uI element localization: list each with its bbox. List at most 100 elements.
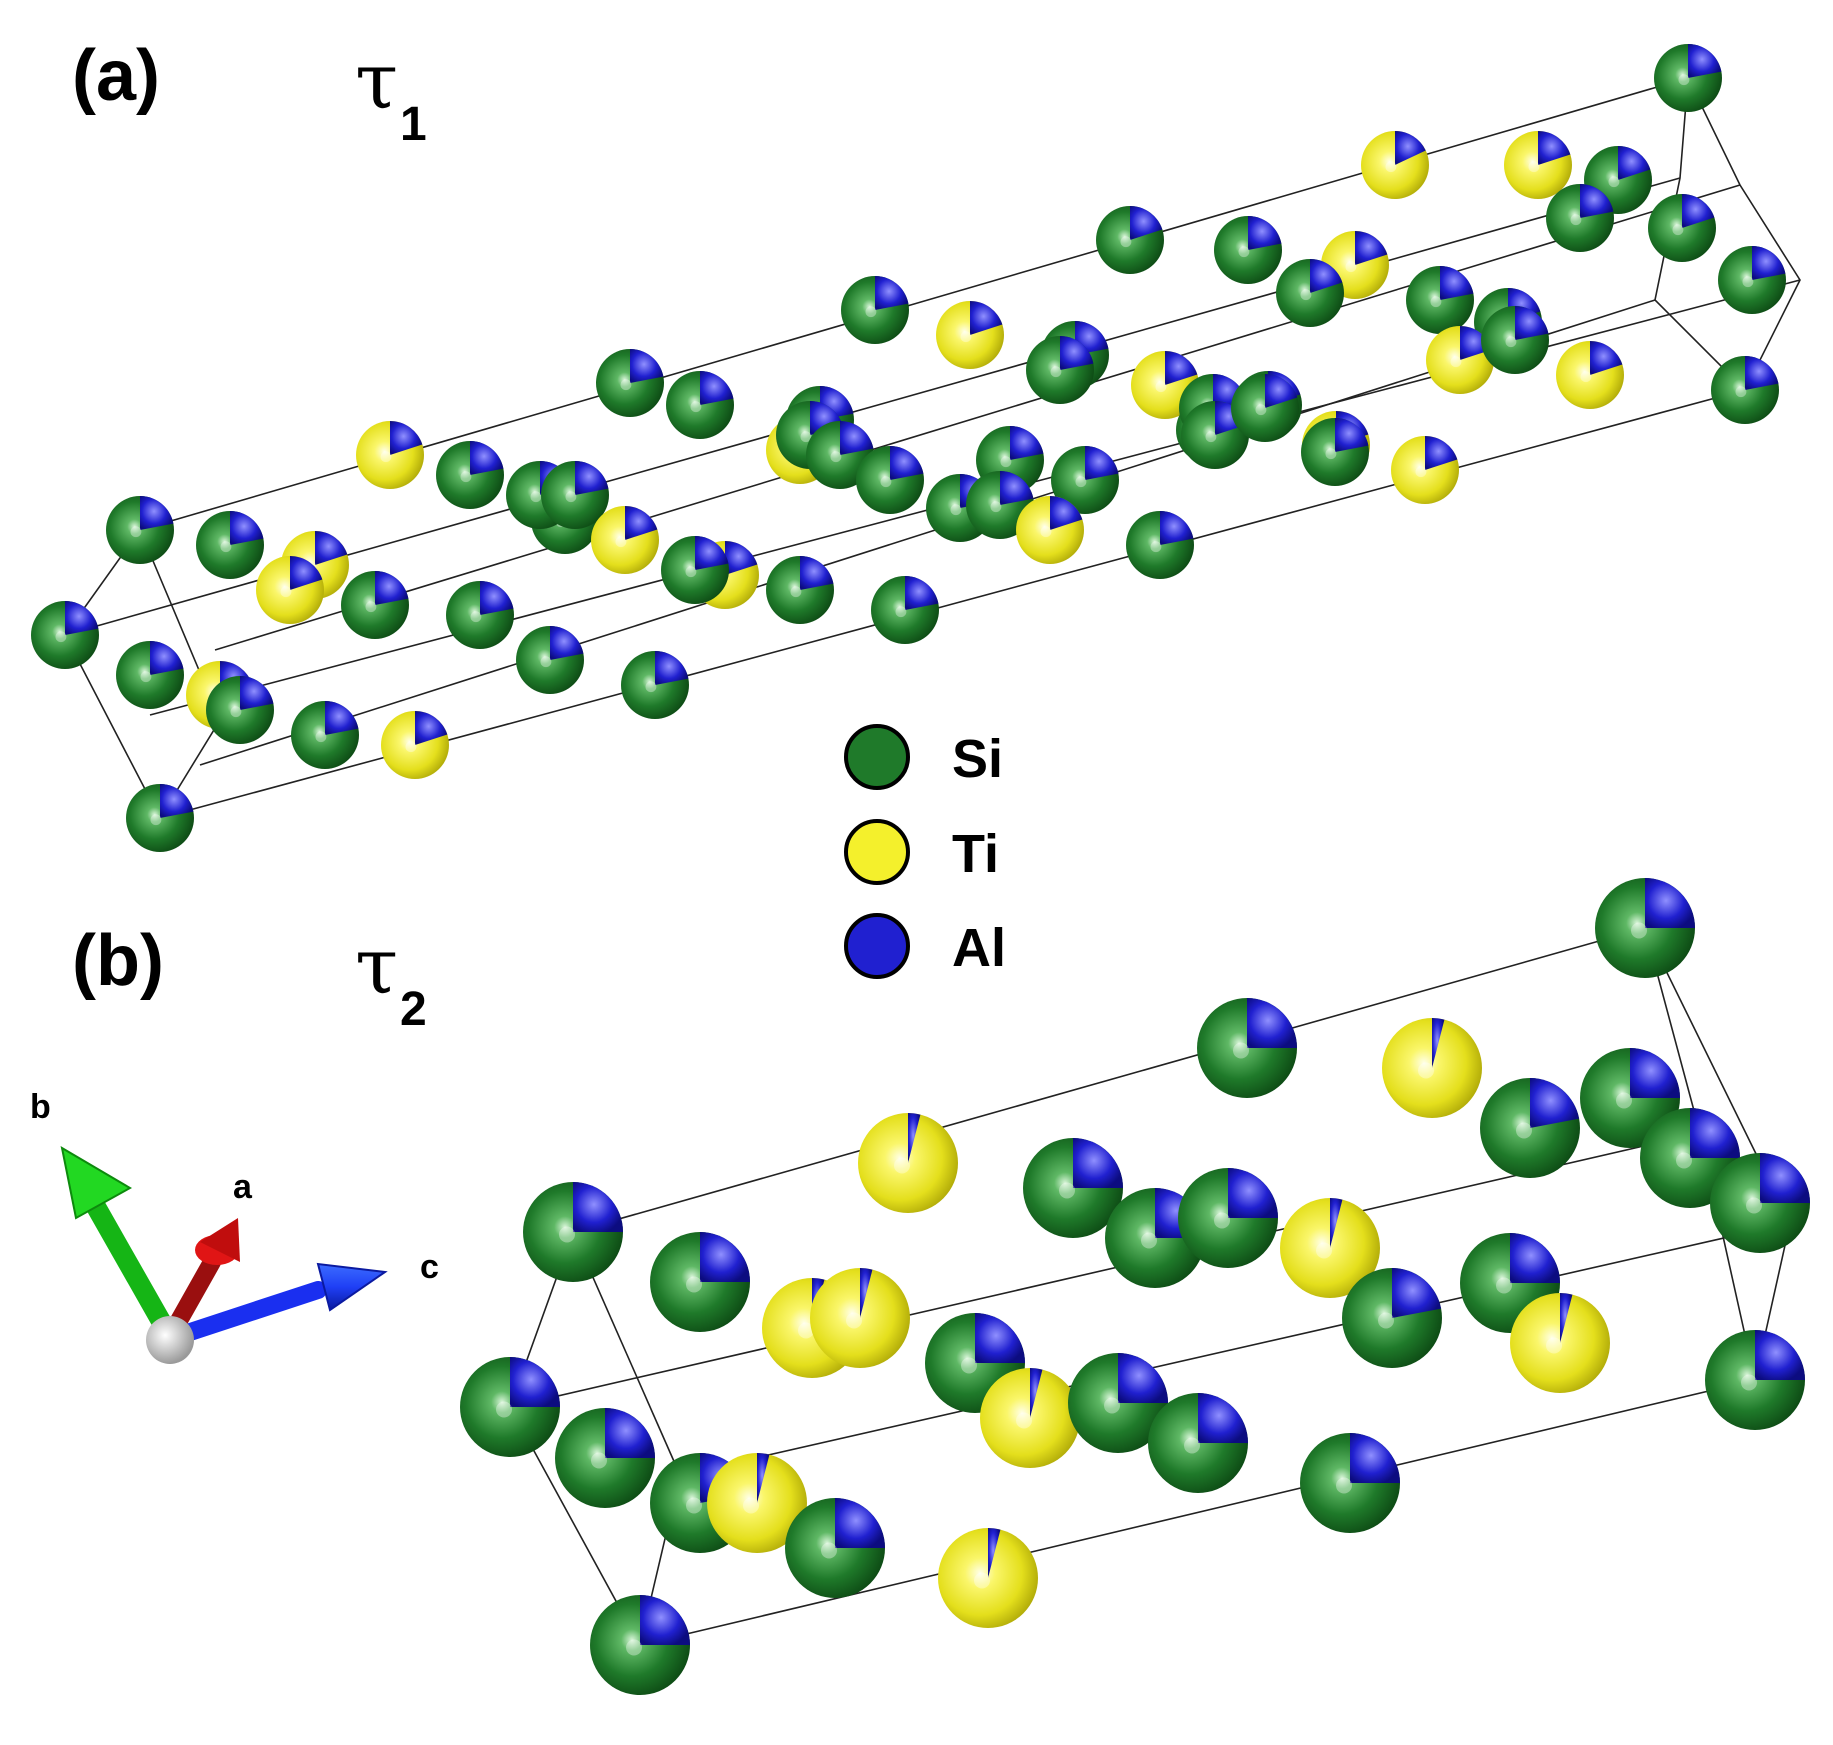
panel-b-atom-si	[1300, 1433, 1400, 1533]
legend-ti-swatch	[844, 819, 910, 885]
panel-a-structure-symbol: τ	[355, 37, 398, 127]
panel-a-atoms	[31, 44, 1786, 852]
panel-a-atom-ti	[591, 506, 659, 574]
panel-b-atom-si	[1068, 1353, 1168, 1453]
legend-al-swatch	[844, 913, 910, 979]
panel-a-atom-si	[661, 536, 729, 604]
panel-b-atom-si	[785, 1498, 885, 1598]
panel-a-atom-si	[116, 641, 184, 709]
legend-si-swatch	[844, 724, 910, 790]
panel-b-atom-si	[1705, 1330, 1805, 1430]
panel-a-atom-si	[1126, 511, 1194, 579]
panel-a-atom-si	[1276, 259, 1344, 327]
panel-a-atom-si	[541, 461, 609, 529]
panel-a-atom-si	[1654, 44, 1722, 112]
panel-b-atom-si	[650, 1232, 750, 1332]
panel-b-atom-si	[590, 1595, 690, 1695]
legend-item-ti: Ti	[844, 819, 999, 885]
panel-b-structure-subscript: 2	[400, 983, 427, 1036]
panel-a-cell-edge-middle	[214, 184, 1741, 651]
panel-b-atom-ti	[1280, 1198, 1380, 1298]
axis-c-arrow	[166, 1262, 388, 1346]
panel-a-atom-si	[1718, 246, 1786, 314]
panel-a-atom-ti	[936, 301, 1004, 369]
panel-b-atom-ti	[858, 1113, 958, 1213]
panel-b-atom-ti	[1382, 1018, 1482, 1118]
panel-a-atom-si	[1051, 446, 1119, 514]
panel-b-atom-si	[1023, 1138, 1123, 1238]
panel-a-atom-ti	[1556, 341, 1624, 409]
panel-b-atom-ti	[1510, 1293, 1610, 1393]
element-legend: Si Ti Al	[844, 724, 1006, 979]
axis-a-label: a	[233, 1168, 253, 1206]
panel-b-atom-si	[1197, 998, 1297, 1098]
panel-b-atom-ti	[707, 1453, 807, 1553]
panel-a-atom-si	[1231, 374, 1299, 442]
panel-a-atom-si	[1301, 418, 1369, 486]
panel-b-label: (b)	[72, 921, 164, 1001]
panel-a-atom-si	[106, 496, 174, 564]
panel-a-atom-si	[621, 651, 689, 719]
panel-a-header: (a) τ 1	[72, 36, 427, 151]
panel-b-atom-si	[460, 1357, 560, 1457]
axis-c-label: c	[420, 1248, 439, 1286]
panel-a-atom-si	[856, 446, 924, 514]
panel-b-structure-symbol: τ	[355, 922, 398, 1012]
panel-b-header: (b) τ 2	[72, 921, 427, 1036]
panel-a-atom-si	[206, 676, 274, 744]
panel-a-atom-si	[516, 626, 584, 694]
panel-a-atom-ti	[1361, 131, 1429, 199]
axis-b-arrow	[60, 1146, 180, 1347]
panel-b-atom-si	[1178, 1168, 1278, 1268]
panel-b-atom-ti	[938, 1528, 1038, 1628]
panel-a-atom-ti	[381, 711, 449, 779]
panel-a-atom-si	[1481, 306, 1549, 374]
panel-b-atom-ti	[980, 1367, 1080, 1468]
axis-triad: b a c	[30, 1088, 439, 1364]
panel-a-atom-ti	[356, 421, 424, 489]
panel-b-atom-si	[1710, 1153, 1810, 1253]
panel-b-atom-si	[523, 1182, 623, 1282]
panel-a-atom-si	[1181, 401, 1249, 469]
panel-a-atom-ti	[256, 556, 324, 624]
legend-item-si: Si	[844, 724, 1003, 790]
panel-b-cell-edge-upper	[509, 1132, 1701, 1408]
panel-a-atom-si	[1096, 206, 1164, 274]
panel-a-atom-si	[596, 349, 664, 417]
panel-b-atoms	[460, 878, 1810, 1695]
panel-a-atom-si	[1711, 356, 1779, 424]
panel-b-atom-ti	[810, 1267, 910, 1368]
panel-a-atom-si	[1648, 194, 1716, 262]
panel-a-atom-si	[126, 784, 194, 852]
panel-a-atom-si	[1546, 184, 1614, 252]
panel-a-atom-si	[871, 576, 939, 644]
panel-a-atom-si	[666, 371, 734, 439]
panel-b-atom-si	[1342, 1268, 1442, 1368]
panel-a-atom-si	[1026, 336, 1094, 404]
legend-ti-label: Ti	[952, 824, 999, 884]
legend-al-label: Al	[952, 918, 1006, 978]
panel-a-label: (a)	[72, 36, 160, 116]
panel-a-atom-si	[1214, 216, 1282, 284]
panel-a-atom-si	[841, 276, 909, 344]
panel-a-atom-ti	[1504, 131, 1572, 199]
panel-a-atom-ti	[1016, 496, 1084, 564]
panel-b-cell-edge-middle	[679, 1222, 1791, 1476]
panel-a-atom-si	[1406, 266, 1474, 334]
panel-a-atom-si	[196, 511, 264, 579]
panel-b-cell-edge-top	[572, 927, 1646, 1233]
panel-a-atom-si	[446, 581, 514, 649]
panel-a-atom-si	[766, 556, 834, 624]
panel-a-atom-ti	[1391, 436, 1459, 504]
legend-si-label: Si	[952, 729, 1003, 789]
panel-a-cell-edge-front	[199, 299, 1656, 766]
panel-b-atom-si	[1595, 878, 1695, 978]
axis-b-label: b	[30, 1088, 51, 1126]
panel-b-atom-si	[555, 1408, 655, 1508]
panel-a-structure-subscript: 1	[400, 98, 427, 151]
panel-b-cell-edge-bottom	[639, 1379, 1756, 1646]
panel-b-atom-si	[1480, 1078, 1580, 1178]
panel-b-atom-si	[1580, 1048, 1680, 1148]
panel-a-atom-si	[31, 601, 99, 669]
